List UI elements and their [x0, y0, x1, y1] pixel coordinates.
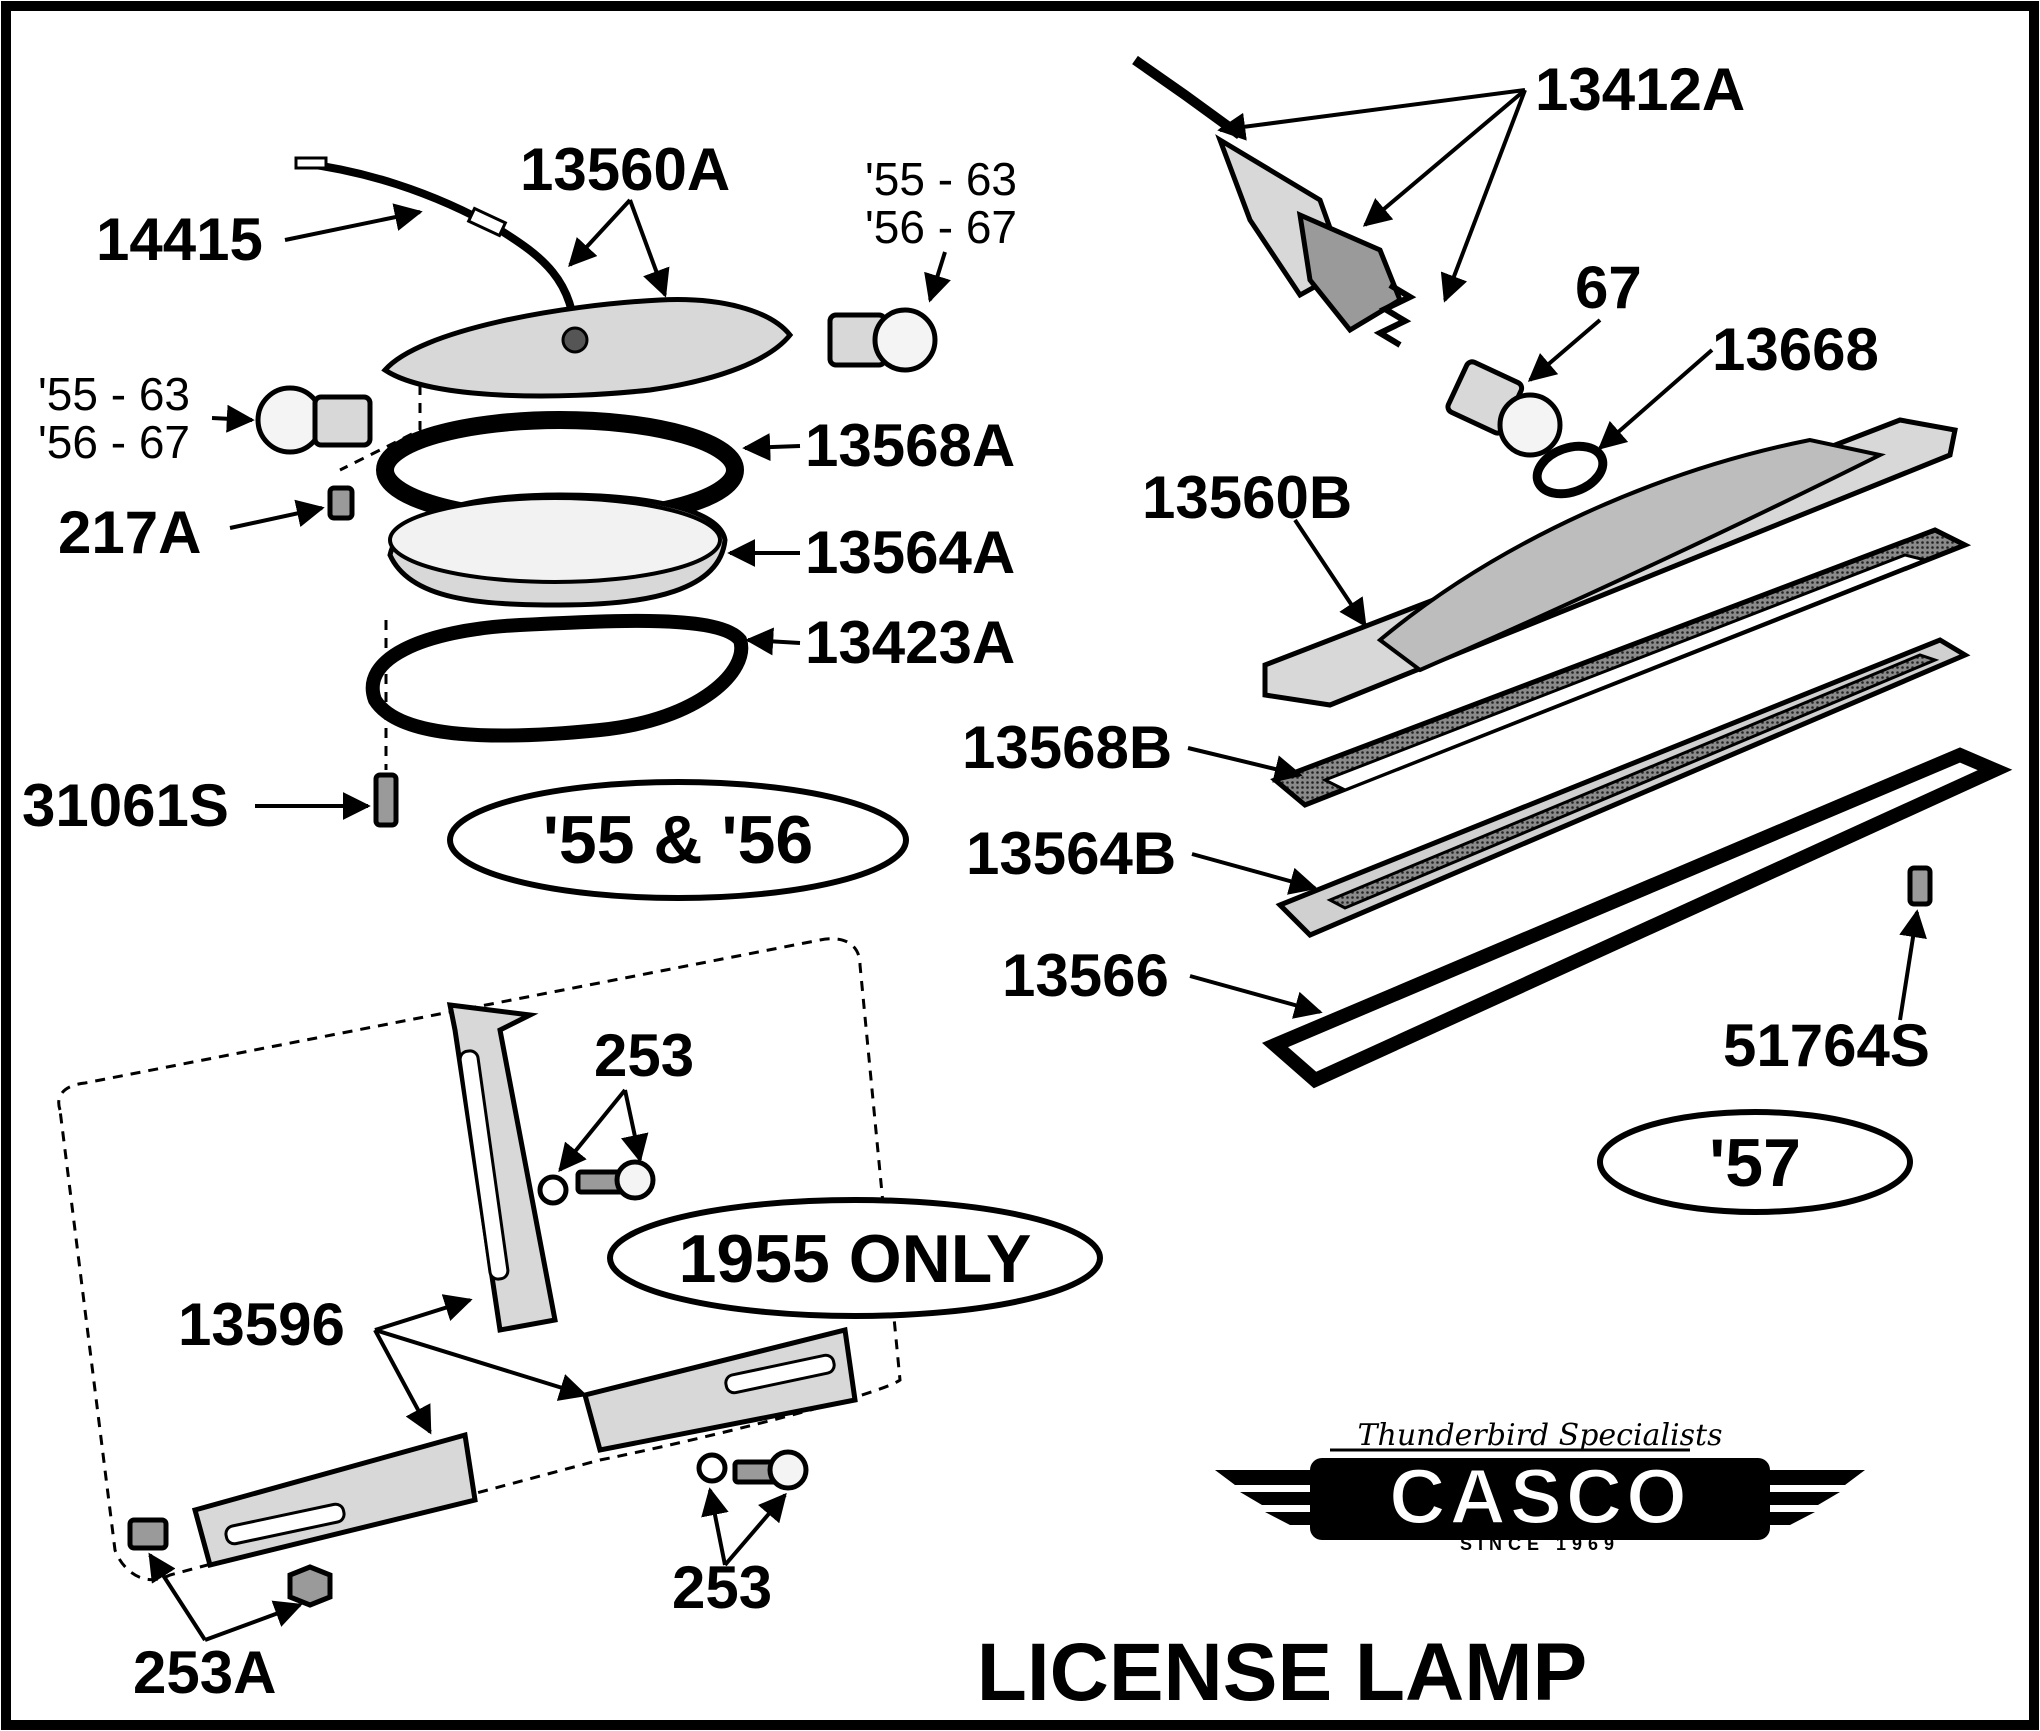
- year-oval-1955: 1955 ONLY: [607, 1197, 1103, 1319]
- label-14415: 14415: [96, 206, 263, 273]
- bracket-right-13596: [581, 1326, 858, 1453]
- assembly-55-56: [255, 156, 938, 828]
- label-253-bottom: 253: [672, 1554, 772, 1621]
- washer-screw-253-top: [537, 1159, 656, 1206]
- label-51764S: 51764S: [1723, 1012, 1930, 1079]
- label-bulb-right-year-a: '55 - 63: [865, 153, 1017, 205]
- label-217A: 217A: [58, 499, 201, 566]
- label-13668: 13668: [1712, 316, 1879, 383]
- bracket-bottom-13596: [191, 1431, 478, 1569]
- assembly-57: [1132, 55, 2013, 1089]
- label-13560A: 13560A: [520, 136, 730, 203]
- year-oval-55-56: '55 & '56: [447, 779, 909, 901]
- label-13560B: 13560B: [1142, 464, 1352, 531]
- screw-217A: [327, 485, 355, 521]
- svg-text:1955 ONLY: 1955 ONLY: [679, 1221, 1032, 1297]
- logo-name: CASCO: [1389, 1452, 1691, 1540]
- bulb-right: [827, 307, 938, 373]
- housing-13560A: [381, 297, 794, 399]
- logo-tagline: Thunderbird Specialists: [1358, 1418, 1723, 1453]
- bezel-13566: [1261, 747, 2013, 1089]
- label-bulb-right-year-b: '56 - 67: [865, 201, 1017, 253]
- label-13568A: 13568A: [805, 412, 1015, 479]
- ring-13668: [1532, 441, 1608, 499]
- label-bulb-left-year-b: '56 - 67: [38, 416, 190, 468]
- screw-51764S: [1907, 865, 1933, 907]
- bracket-group-1955: [57, 937, 902, 1608]
- label-13596: 13596: [178, 1291, 345, 1358]
- label-31061S: 31061S: [22, 772, 229, 839]
- label-253-top: 253: [594, 1022, 694, 1089]
- washer-screw-253-bottom: [696, 1449, 809, 1491]
- diagram-title: LICENSE LAMP: [977, 1627, 1587, 1718]
- screw-31061S: [373, 772, 399, 828]
- bulb-67: [1445, 359, 1563, 458]
- label-13412A: 13412A: [1535, 56, 1745, 123]
- label-13423A: 13423A: [805, 609, 1015, 676]
- bezel-13423A: [365, 613, 749, 743]
- logo-since: SINCE 1969: [1460, 1534, 1620, 1554]
- label-253A: 253A: [133, 1639, 276, 1706]
- socket-13412A: [1132, 55, 1417, 348]
- bulb-left: [255, 385, 373, 455]
- label-13564B: 13564B: [966, 820, 1176, 887]
- year-oval-57: '57: [1597, 1109, 1913, 1215]
- label-bulb-left-year-a: '55 - 63: [38, 368, 190, 420]
- label-13568B: 13568B: [962, 714, 1172, 781]
- casco-logo: Thunderbird Specialists CASCO SINCE 1969: [1215, 1418, 1865, 1554]
- logo-wing-right: [1765, 1470, 1865, 1525]
- label-67: 67: [1575, 254, 1642, 321]
- svg-text:'57: '57: [1709, 1125, 1801, 1201]
- label-13564A: 13564A: [805, 519, 1015, 586]
- label-13566: 13566: [1002, 942, 1169, 1009]
- svg-text:'55 & '56: '55 & '56: [543, 802, 814, 878]
- logo-wing-left: [1215, 1470, 1315, 1525]
- nut-bolt-253A: [127, 1517, 333, 1608]
